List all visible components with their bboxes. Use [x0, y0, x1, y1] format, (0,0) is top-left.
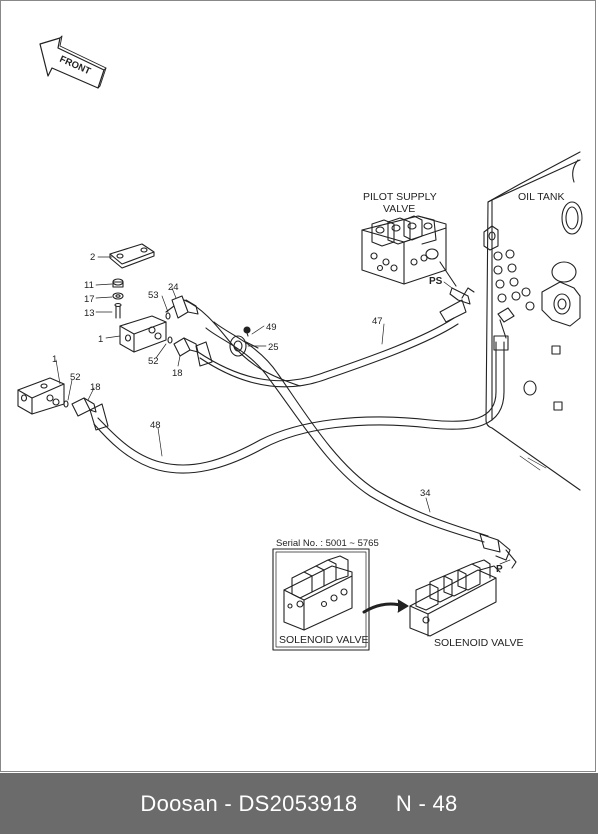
fitting-18-upper [173, 337, 199, 357]
part-25: 25 [268, 342, 279, 353]
part-49: 49 [266, 322, 277, 333]
part-1-upper: 1 [98, 334, 103, 345]
part-1-lower: 1 [52, 354, 57, 365]
pilot-supply-valve [361, 215, 457, 287]
solenoid-valve-label: SOLENOID VALVE [434, 637, 523, 649]
inset-frame [272, 548, 370, 651]
hydraulic-diagram: FRONT PILOT SUPPLY VALVE OIL TANK PS P 2… [17, 35, 583, 651]
part-18-upper: 18 [172, 368, 183, 379]
footer-spacer [357, 791, 395, 817]
front-arrow-icon [39, 35, 107, 89]
o-ring-52b [63, 400, 69, 408]
footer-page: N - 48 [395, 790, 458, 816]
fastener-stack [112, 278, 124, 319]
port-ps-label: PS [429, 276, 443, 287]
serial-note: Serial No. : 5001 ~ 5765 [276, 538, 379, 549]
part-2: 2 [90, 252, 95, 263]
bracket-2 [109, 243, 155, 269]
o-ring-52a [167, 336, 173, 344]
part-24: 24 [168, 282, 179, 293]
solenoid-valve [362, 559, 501, 637]
hose-34 [205, 321, 517, 569]
o-ring-53 [165, 312, 171, 320]
oil-tank-label: OIL TANK [518, 191, 565, 203]
footer-brand: Doosan - DS2053918 [140, 790, 358, 816]
part-47: 47 [372, 316, 383, 327]
part-17: 17 [84, 294, 95, 305]
diagram-frame [0, 0, 596, 772]
front-label: FRONT [58, 54, 93, 77]
part-52-upper: 52 [148, 356, 159, 367]
clamp-25 [229, 326, 259, 357]
labels: FRONT PILOT SUPPLY VALVE OIL TANK PS P 2… [52, 54, 565, 649]
block-1-upper [119, 315, 167, 353]
part-18-lower: 18 [90, 382, 101, 393]
solenoid-valve-inset-label: SOLENOID VALVE [279, 634, 368, 646]
hose-47 [195, 299, 467, 388]
ps-fitting [449, 287, 475, 305]
fitting-18-lower [71, 397, 97, 417]
block-1-lower [17, 377, 65, 415]
leader-lines [55, 256, 511, 565]
part-53: 53 [148, 290, 159, 301]
part-11: 11 [84, 280, 94, 291]
part-48: 48 [150, 420, 161, 431]
pilot-supply-valve-label-2: VALVE [383, 203, 415, 215]
oil-tank [483, 151, 583, 491]
part-52-lower: 52 [70, 372, 81, 383]
part-13: 13 [84, 308, 95, 319]
footer-bar: Doosan - DS2053918 N - 48 [0, 773, 598, 834]
fitting-24 [165, 295, 199, 319]
hose-main-front [183, 299, 301, 387]
pilot-supply-valve-label-1: PILOT SUPPLY [363, 191, 437, 203]
hose-48 [89, 307, 515, 474]
part-34: 34 [420, 488, 431, 499]
port-p-label: P [496, 564, 503, 575]
